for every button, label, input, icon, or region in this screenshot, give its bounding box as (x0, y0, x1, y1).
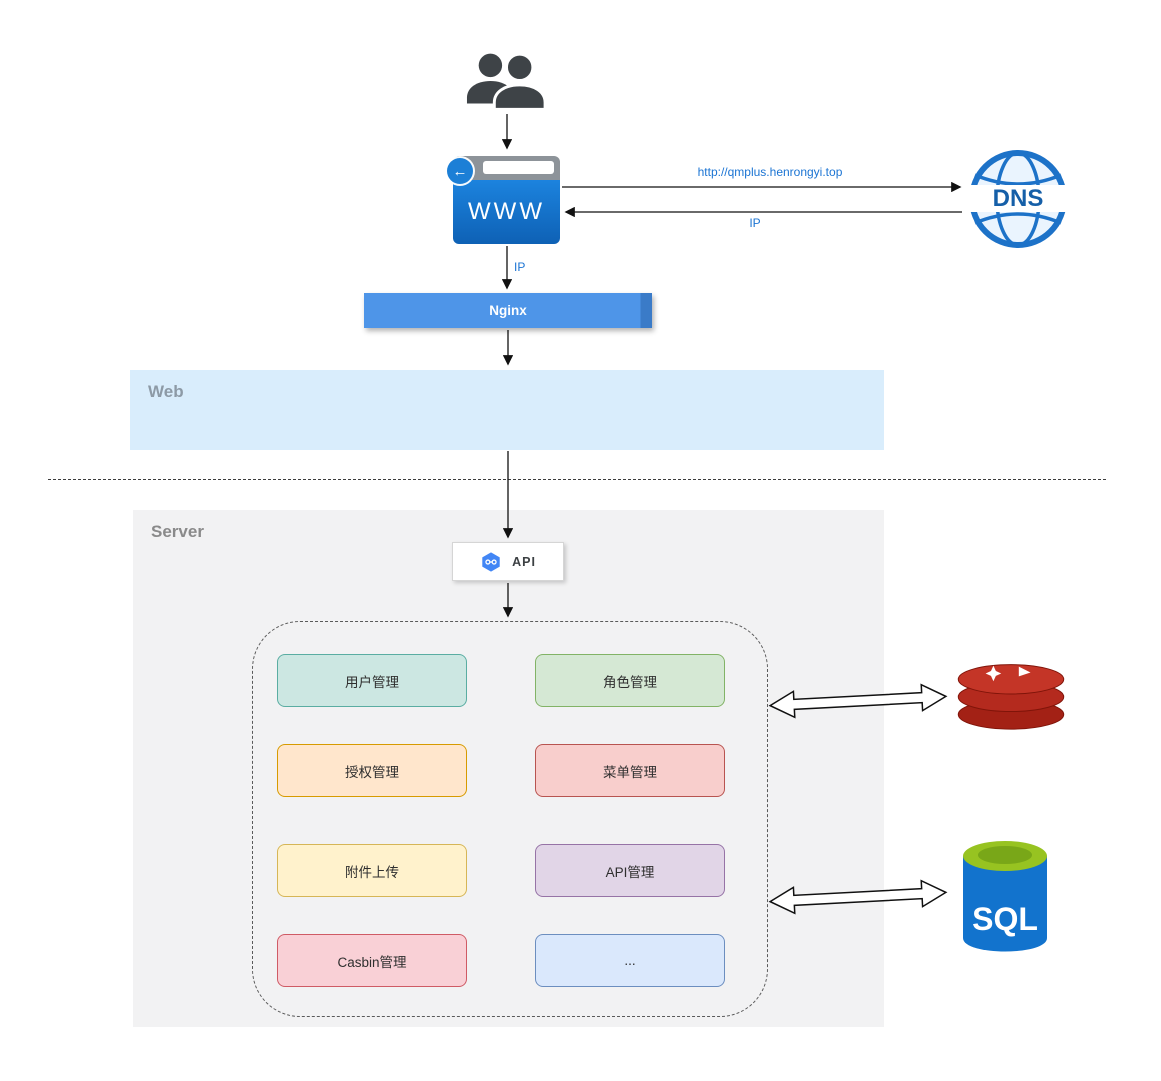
module-more: ... (535, 934, 725, 987)
module-api-management: API管理 (535, 844, 725, 897)
dns-globe-icon: DNS (966, 150, 1070, 248)
api-label: API (512, 554, 536, 569)
sql-database-icon: SQL (963, 841, 1047, 952)
module-label: 授权管理 (345, 764, 399, 780)
module-label: ... (624, 953, 636, 968)
modules-container (252, 621, 768, 1017)
web-zone-label: Web (148, 382, 184, 401)
browser-body: WWW (453, 180, 560, 244)
module-label: Casbin管理 (337, 954, 407, 970)
module-attachment-upload: 附件上传 (277, 844, 467, 897)
redis-database-icon (957, 664, 1065, 730)
nginx-node: Nginx (364, 293, 652, 328)
dns-request-label: http://qmplus.henrongyi.top (697, 165, 843, 179)
back-arrow-icon: ← (447, 158, 473, 184)
web-zone: Web (130, 370, 884, 450)
module-authorization-management: 授权管理 (277, 744, 467, 797)
module-label: 附件上传 (345, 864, 399, 880)
module-label: API管理 (605, 864, 655, 880)
web-server-separator (48, 479, 1106, 480)
module-user-management: 用户管理 (277, 654, 467, 707)
browser-window-icon: WWW ← (447, 156, 560, 244)
browser-label: WWW (468, 198, 545, 225)
dns-label: DNS (993, 185, 1044, 212)
sql-label: SQL (972, 901, 1038, 937)
module-role-management: 角色管理 (535, 654, 725, 707)
module-casbin-management: Casbin管理 (277, 934, 467, 987)
server-zone-label: Server (151, 522, 204, 541)
module-menu-management: 菜单管理 (535, 744, 725, 797)
api-hexagon-icon (482, 551, 500, 572)
dns-response-label: IP (749, 216, 761, 230)
module-label: 用户管理 (345, 674, 399, 690)
module-label: 菜单管理 (603, 764, 657, 780)
nginx-label: Nginx (489, 303, 527, 318)
browser-address-bar (483, 161, 554, 174)
users-icon (466, 52, 547, 111)
api-node: API (452, 542, 564, 581)
module-label: 角色管理 (603, 674, 657, 690)
browser-nginx-ip-label: IP (514, 260, 526, 274)
